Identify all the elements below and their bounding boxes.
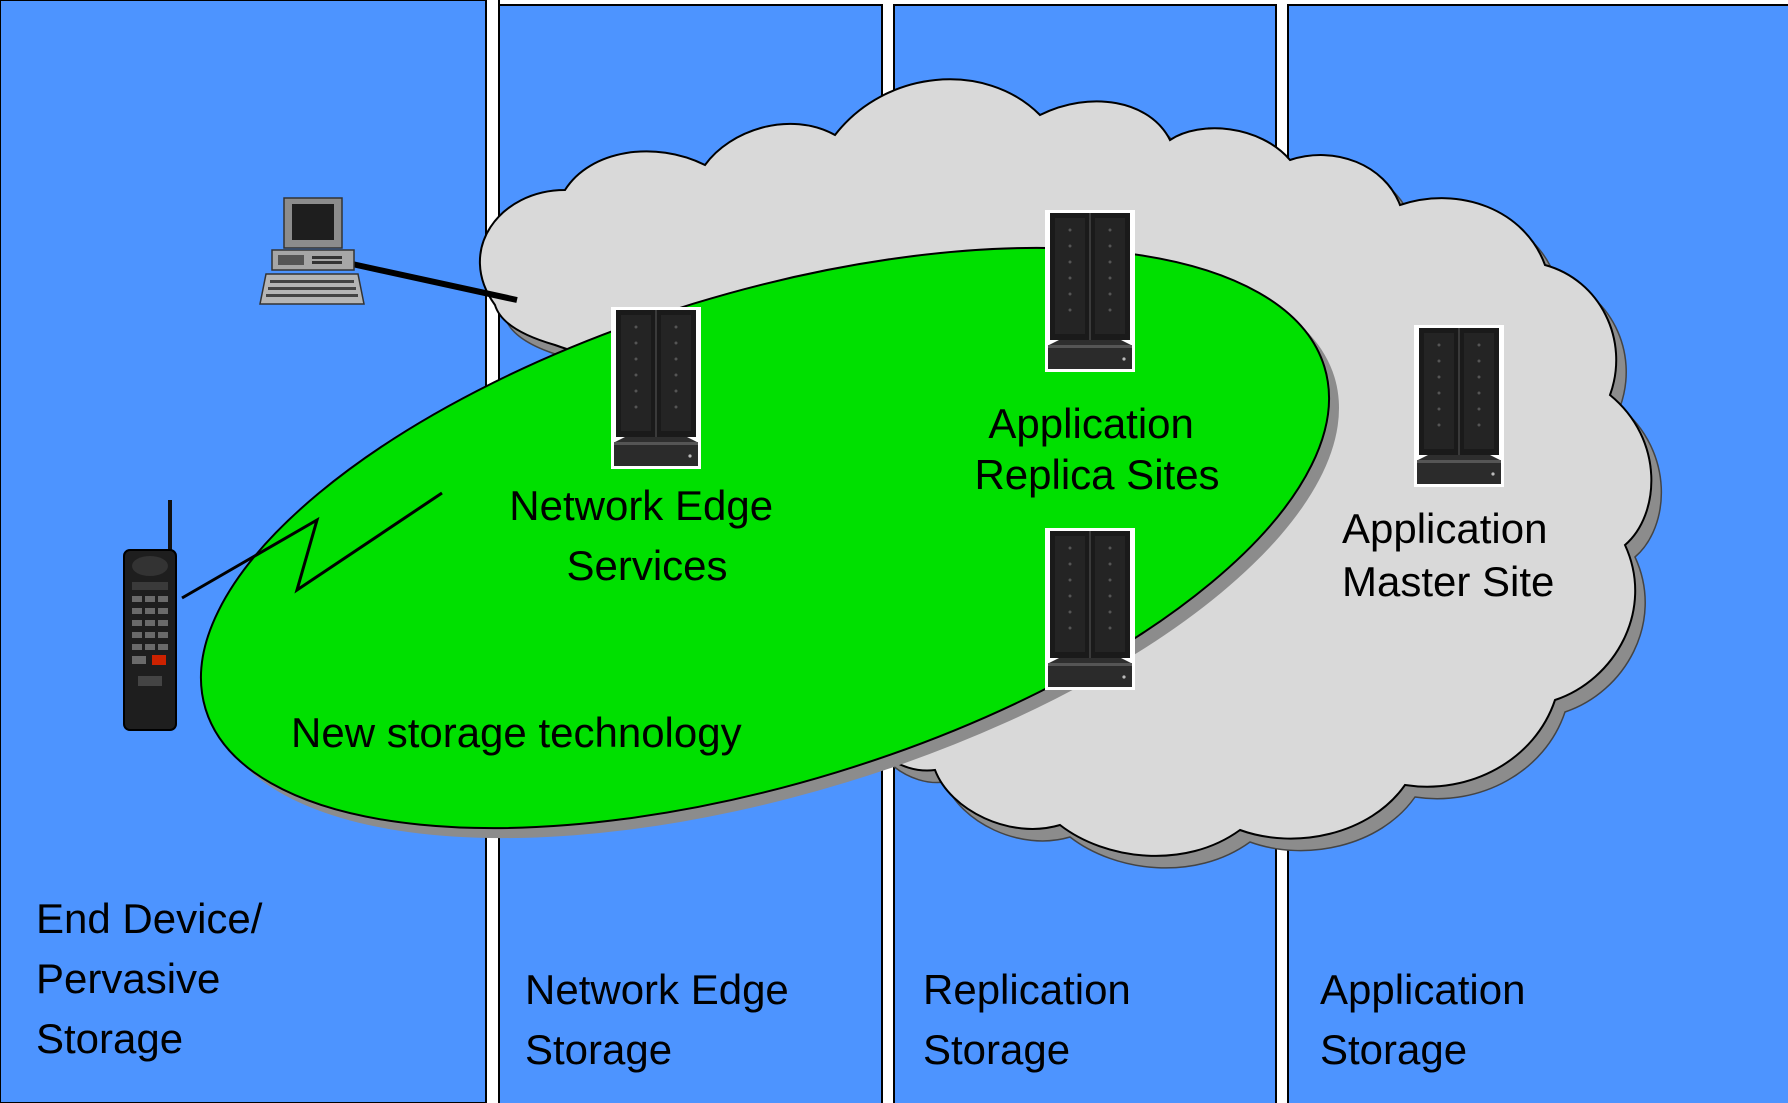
desktop-computer-icon — [259, 197, 365, 305]
master-site-label: Application Master Site — [1342, 505, 1559, 605]
column-label-network-edge: Network Edge Storage — [525, 966, 800, 1073]
cordless-phone-icon — [123, 500, 177, 731]
column-label-replication: Replication Storage — [923, 966, 1142, 1073]
replica-sites-label: Application Replica Sites — [974, 400, 1219, 498]
network-edge-services-label: Network Edge Services — [509, 482, 784, 589]
column-label-application: Application Storage — [1320, 966, 1537, 1073]
column-label-end-device: End Device/ Pervasive Storage — [36, 895, 274, 1062]
server-master — [1414, 325, 1504, 487]
desktop-link-line — [342, 259, 518, 303]
wireless-link-icon — [181, 491, 443, 600]
server-network-edge — [611, 307, 701, 469]
server-replica-top — [1045, 210, 1135, 372]
new-storage-technology-label: New storage technology — [291, 709, 742, 756]
server-replica-bottom — [1045, 528, 1135, 690]
